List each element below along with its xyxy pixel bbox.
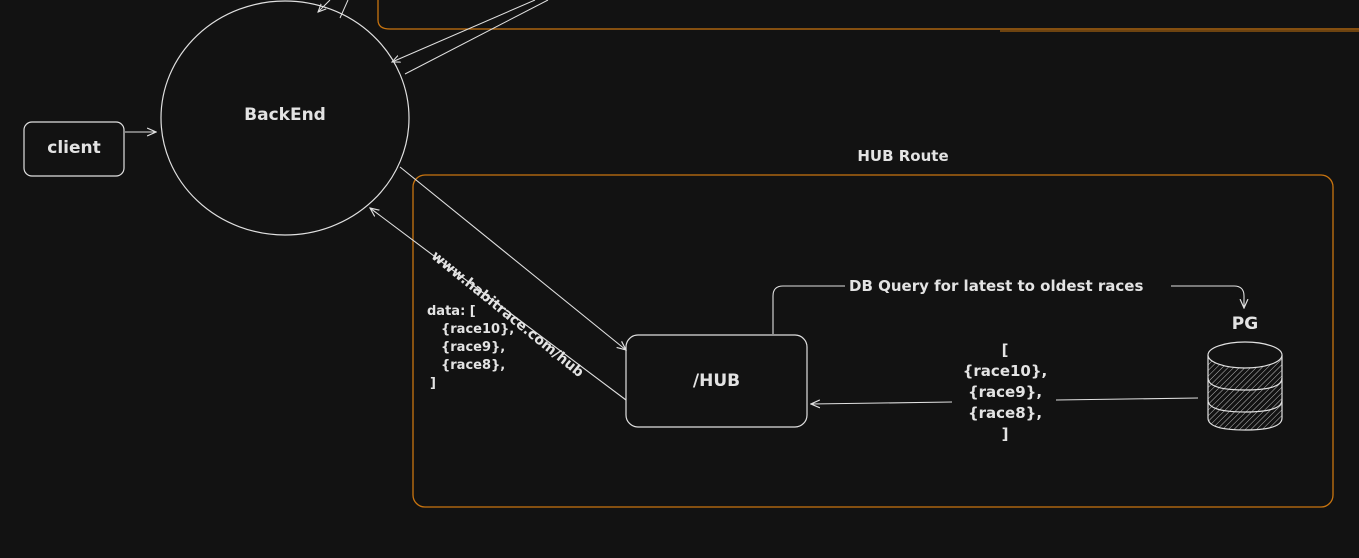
hub-node-label[interactable]: /HUB xyxy=(692,371,741,391)
client-node-label[interactable]: client xyxy=(47,138,101,158)
pg-node-label[interactable]: PG xyxy=(1231,314,1259,334)
top-group-box xyxy=(377,0,1359,30)
pg-result-line: {race9}, xyxy=(967,383,1043,401)
top-arrow-1 xyxy=(318,0,331,12)
pg-to-hub-arrow xyxy=(811,402,953,404)
pg-result-line: {race10}, xyxy=(962,362,1048,380)
pg-database-icon[interactable] xyxy=(1207,341,1283,431)
hub-to-backend-arrow xyxy=(370,208,627,401)
top-arrow-3 xyxy=(392,0,536,62)
backend-node-label[interactable]: BackEnd xyxy=(244,105,326,125)
top-arrow-4 xyxy=(404,0,549,75)
data-response-line: ] xyxy=(430,376,436,391)
data-response-line: {race8}, xyxy=(441,358,506,373)
backend-node-circle[interactable] xyxy=(160,0,410,236)
top-arrow-2 xyxy=(339,0,349,19)
data-response-line: {race10}, xyxy=(441,322,515,337)
data-response-block: data: [ {race10}, {race9}, {race8}, ] xyxy=(427,303,514,393)
query-label-bg xyxy=(845,276,1171,298)
data-response-line: data: [ xyxy=(427,304,476,319)
data-response-line: {race9}, xyxy=(441,340,506,355)
backend-to-hub-arrow xyxy=(399,166,626,350)
pg-result-block: [ {race10}, {race9}, {race8}, ] xyxy=(956,340,1054,445)
pg-result-line: ] xyxy=(1001,425,1009,443)
pg-to-hub-line xyxy=(1055,397,1199,401)
query-edge-label: DB Query for latest to oldest races xyxy=(849,277,1144,295)
pg-result-line: [ xyxy=(1001,341,1009,359)
pg-result-line: {race8}, xyxy=(967,404,1043,422)
hub-route-group-box xyxy=(412,174,1334,508)
hub-node-box[interactable] xyxy=(625,334,808,428)
hub-route-group-title: HUB Route xyxy=(857,147,949,165)
client-node-box[interactable] xyxy=(23,121,125,177)
